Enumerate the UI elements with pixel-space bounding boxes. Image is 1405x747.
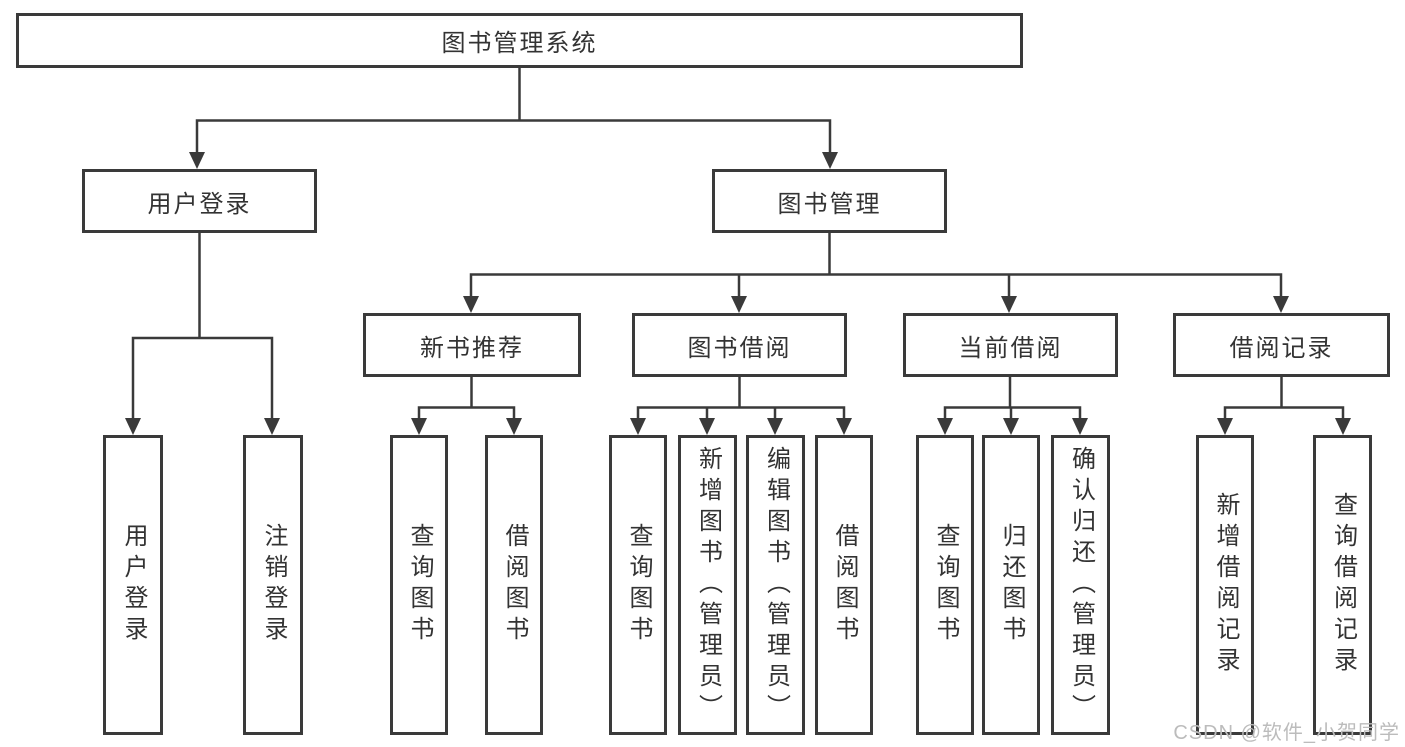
leaf-label: 借阅图书 xyxy=(831,523,858,647)
leaf-label: 查询图书 xyxy=(625,523,652,647)
leaf-label: 编辑图书（管理员） xyxy=(762,445,790,725)
arrowhead-icons xyxy=(125,152,1351,435)
leaf-nb-query-books: 查询图书 xyxy=(390,435,448,735)
arrowhead-icon xyxy=(264,418,280,435)
node-current-borrowing: 当前借阅 xyxy=(903,313,1118,377)
leaf-br-add-record: 新增借阅记录 xyxy=(1196,435,1254,735)
arrowhead-icon xyxy=(1335,418,1351,435)
watermark: CSDN @软件_小贺同学 xyxy=(1173,722,1400,744)
leaf-bb-query-books: 查询图书 xyxy=(609,435,667,735)
arrowhead-icon xyxy=(1217,418,1233,435)
arrowhead-icon xyxy=(836,418,852,435)
node-new-book-recommend: 新书推荐 xyxy=(363,313,581,377)
node-label: 用户登录 xyxy=(147,190,252,218)
node-label: 当前借阅 xyxy=(958,334,1063,362)
node-user-login: 用户登录 xyxy=(82,169,317,233)
node-root-label: 图书管理系统 xyxy=(441,30,598,57)
node-root: 图书管理系统 xyxy=(16,13,1023,68)
leaf-label: 查询借阅记录 xyxy=(1329,492,1357,678)
leaf-label: 用户登录 xyxy=(120,523,147,647)
arrowhead-icon xyxy=(1001,296,1017,313)
leaf-label: 确认归还（管理员） xyxy=(1067,445,1095,725)
node-label: 图书借阅 xyxy=(687,334,792,362)
leaf-label: 查询图书 xyxy=(932,523,959,647)
node-book-management: 图书管理 xyxy=(712,169,947,233)
node-label: 图书管理 xyxy=(777,190,882,218)
leaf-user-login: 用户登录 xyxy=(103,435,163,735)
leaf-cb-query-books: 查询图书 xyxy=(916,435,974,735)
node-book-borrowing: 图书借阅 xyxy=(632,313,847,377)
leaf-logout: 注销登录 xyxy=(243,435,303,735)
leaf-bb-add-books-admin: 新增图书（管理员） xyxy=(678,435,737,735)
arrowhead-icon xyxy=(463,296,479,313)
arrowhead-icon xyxy=(189,152,205,169)
arrowhead-icon xyxy=(125,418,141,435)
arrowhead-icon xyxy=(1273,296,1289,313)
arrowhead-icon xyxy=(767,418,783,435)
arrowhead-icon xyxy=(731,296,747,313)
leaf-label: 归还图书 xyxy=(998,523,1025,647)
arrowhead-icon xyxy=(699,418,715,435)
arrowhead-icon xyxy=(1003,418,1019,435)
node-label: 借阅记录 xyxy=(1229,334,1334,362)
leaf-label: 借阅图书 xyxy=(501,523,528,647)
leaf-bb-edit-books-admin: 编辑图书（管理员） xyxy=(746,435,805,735)
leaf-cb-confirm-return-admin: 确认归还（管理员） xyxy=(1051,435,1110,735)
arrowhead-icon xyxy=(506,418,522,435)
arrowhead-icon xyxy=(822,152,838,169)
leaf-bb-borrow-books: 借阅图书 xyxy=(815,435,873,735)
leaf-label: 查询图书 xyxy=(406,523,433,647)
node-label: 新书推荐 xyxy=(420,334,524,362)
arrowhead-icon xyxy=(937,418,953,435)
leaf-br-query-record: 查询借阅记录 xyxy=(1313,435,1372,735)
leaf-label: 新增图书（管理员） xyxy=(694,445,722,725)
leaf-cb-return-books: 归还图书 xyxy=(982,435,1040,735)
arrowhead-icon xyxy=(1072,418,1088,435)
arrowhead-icon xyxy=(411,418,427,435)
leaf-label: 注销登录 xyxy=(260,523,287,647)
leaf-nb-borrow-books: 借阅图书 xyxy=(485,435,543,735)
node-borrow-records: 借阅记录 xyxy=(1173,313,1390,377)
arrowhead-icon xyxy=(630,418,646,435)
leaf-label: 新增借阅记录 xyxy=(1212,492,1239,678)
